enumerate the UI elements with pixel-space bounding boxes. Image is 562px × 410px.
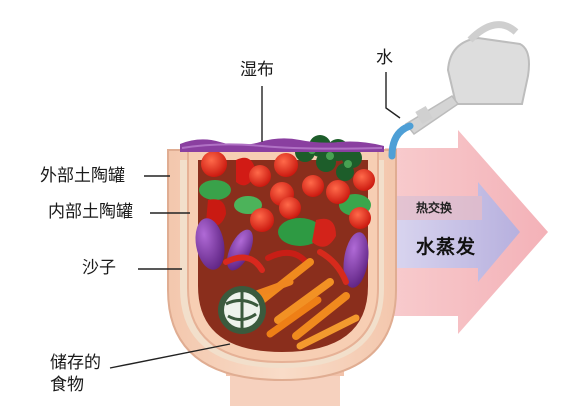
label-outer-pot: 外部土陶罐 — [40, 168, 125, 185]
label-inner-pot: 内部土陶罐 — [48, 204, 133, 221]
label-heat-exchange: 热交换 — [416, 202, 452, 214]
label-wet-cloth: 湿布 — [240, 62, 274, 79]
label-water: 水 — [376, 50, 393, 67]
label-stored-food: 储存的 食物 — [50, 352, 101, 396]
label-stored-food-line2: 食物 — [50, 374, 101, 396]
heat-exchange-arrow — [385, 130, 548, 334]
watering-can-icon — [406, 25, 529, 134]
label-stored-food-line1: 储存的 — [50, 352, 101, 374]
label-water-evaporation: 水蒸发 — [416, 238, 476, 257]
label-sand: 沙子 — [82, 260, 116, 277]
